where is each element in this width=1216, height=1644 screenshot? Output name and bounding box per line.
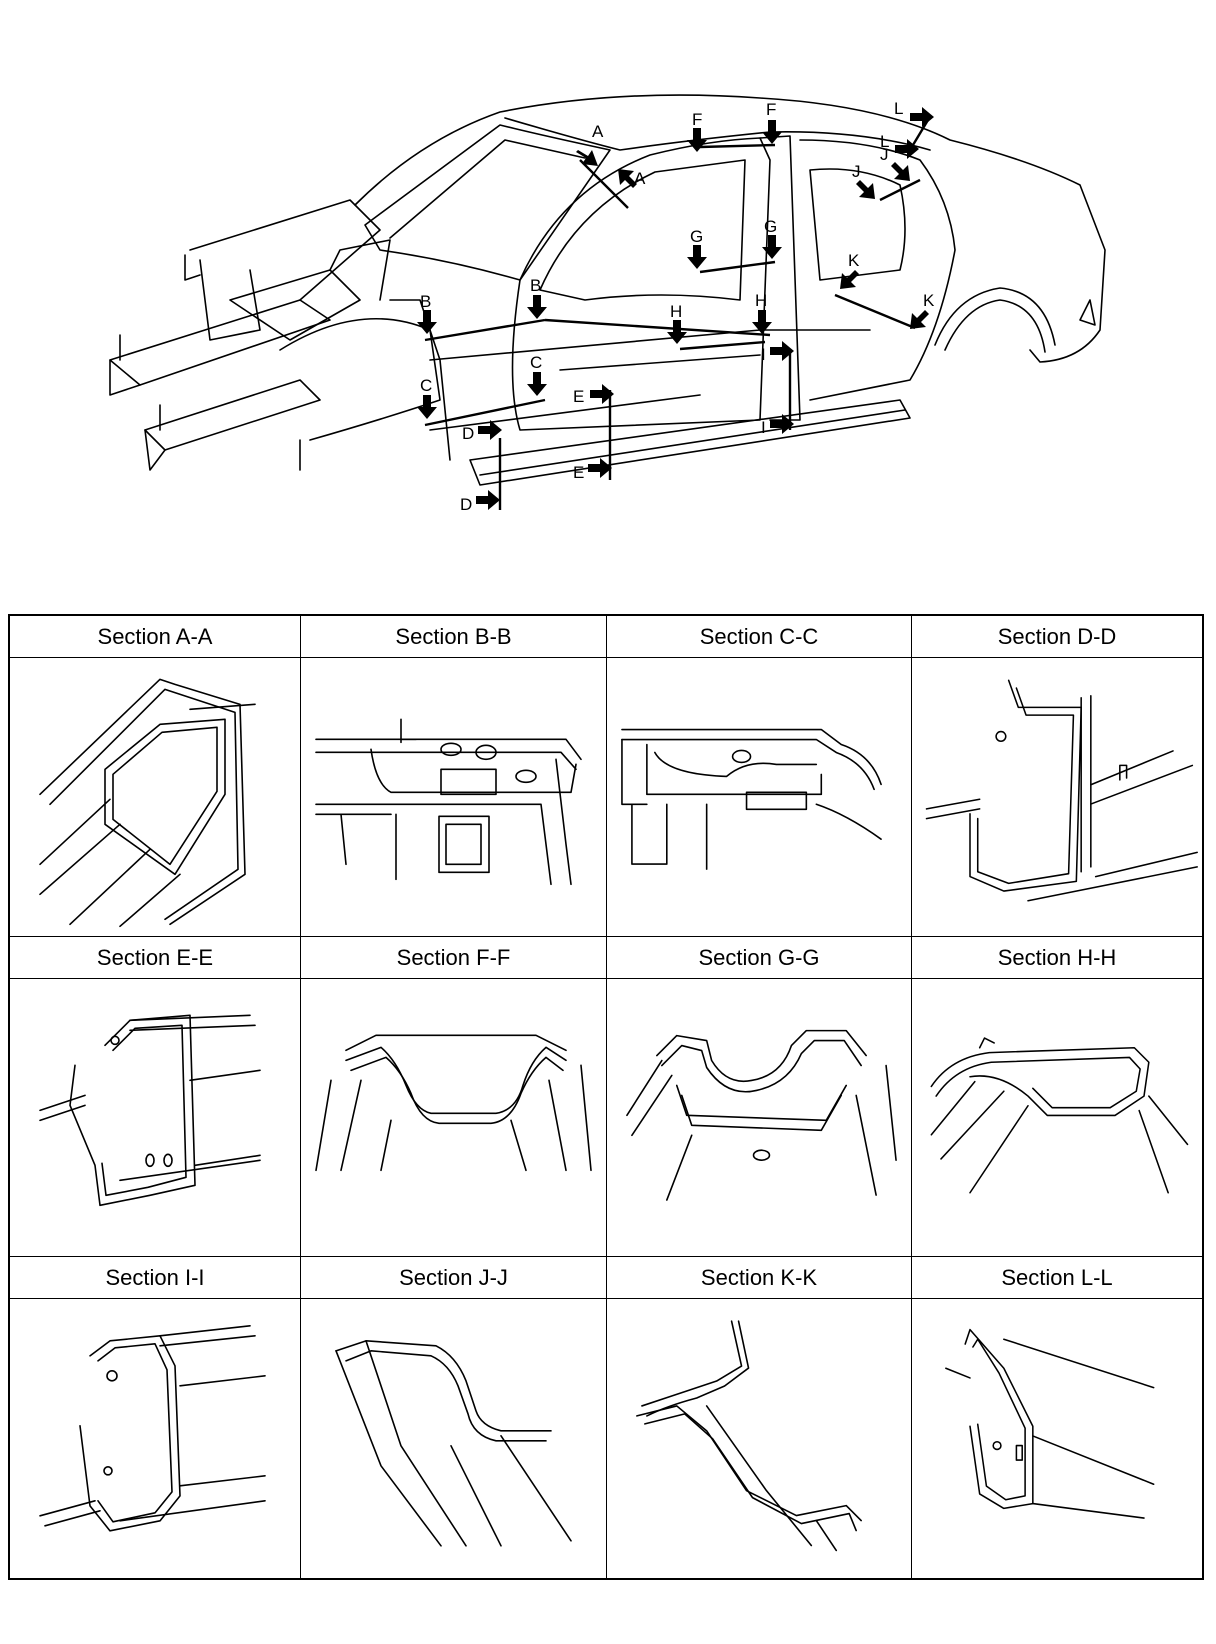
section-cell-f: Section F-F [301, 936, 607, 1258]
cut-label-d: D [462, 424, 474, 443]
section-cell-c: Section C-C [607, 616, 912, 937]
cut-label-b: B [420, 292, 431, 311]
cut-label-j: J [852, 162, 861, 181]
cut-label-l: L [880, 132, 889, 151]
cut-label-h: H [670, 302, 682, 321]
cut-label-d: D [460, 495, 472, 514]
section-c-drawing [621, 728, 882, 870]
section-title: Section D-D [912, 616, 1202, 658]
section-cell-j: Section J-J [301, 1257, 607, 1578]
cut-label-a: A [634, 169, 646, 188]
cut-label-f: F [692, 110, 702, 129]
section-title: Section H-H [912, 937, 1202, 979]
section-cell-b: Section B-B [301, 616, 607, 937]
section-arrows [417, 107, 934, 510]
cut-label-e: E [573, 387, 584, 406]
cut-label-i: I [761, 345, 766, 364]
cut-label-g: G [690, 227, 703, 246]
cut-label-c: C [420, 376, 432, 395]
cut-label-j: J [880, 145, 889, 164]
section-title: Section J-J [301, 1257, 606, 1300]
section-b-drawing [315, 718, 582, 886]
section-j-drawing [335, 1340, 572, 1547]
body-outline [109, 94, 1106, 486]
section-g-drawing [626, 1029, 897, 1201]
cut-label-k: K [848, 251, 860, 270]
section-title: Section E-E [10, 937, 300, 979]
cut-label-b: B [530, 276, 541, 295]
section-title: Section K-K [607, 1257, 911, 1300]
section-f-drawing [315, 1034, 592, 1171]
section-title: Section B-B [301, 616, 606, 658]
section-a-drawing [39, 678, 256, 928]
section-cell-e: Section E-E [10, 936, 301, 1258]
cut-label-a: A [592, 122, 604, 141]
section-cell-l: Section L-L [912, 1257, 1202, 1578]
cut-label-f: F [766, 100, 776, 119]
section-e-drawing [39, 1014, 261, 1206]
cut-label-c: C [530, 353, 542, 372]
section-title: Section L-L [912, 1257, 1202, 1300]
section-i-drawing [39, 1325, 266, 1532]
section-cell-a: Section A-A [10, 616, 301, 937]
section-d-drawing [925, 679, 1198, 902]
section-title: Section C-C [607, 616, 911, 658]
section-title: Section G-G [607, 937, 911, 979]
section-labels: A A B B C C D D E E F F G G H H I I J J … [420, 99, 935, 514]
section-cell-g: Section G-G [607, 936, 912, 1258]
cut-label-k: K [923, 291, 935, 310]
section-h-drawing [930, 1036, 1189, 1194]
section-l-drawing [945, 1329, 1155, 1520]
cut-label-g: G [764, 217, 777, 236]
section-cell-d: Section D-D [912, 616, 1202, 937]
section-views-table: Section A-A Section B-B Sec [8, 614, 1204, 1580]
section-k-drawing [636, 1320, 862, 1552]
cut-label-e: E [573, 463, 584, 482]
cut-label-l: L [894, 99, 903, 118]
section-cell-k: Section K-K [607, 1257, 912, 1578]
section-title: Section F-F [301, 937, 606, 979]
section-title: Section A-A [10, 616, 300, 658]
section-title: Section I-I [10, 1257, 300, 1300]
section-cut-lines [424, 119, 930, 510]
cut-label-i: I [761, 418, 766, 437]
cut-label-h: H [755, 291, 767, 310]
car-body-shell-diagram: A A B B C C D D E E F F G G H H I I J J … [109, 94, 1106, 514]
section-cell-i: Section I-I [10, 1257, 301, 1578]
section-cell-h: Section H-H [912, 937, 1202, 1258]
